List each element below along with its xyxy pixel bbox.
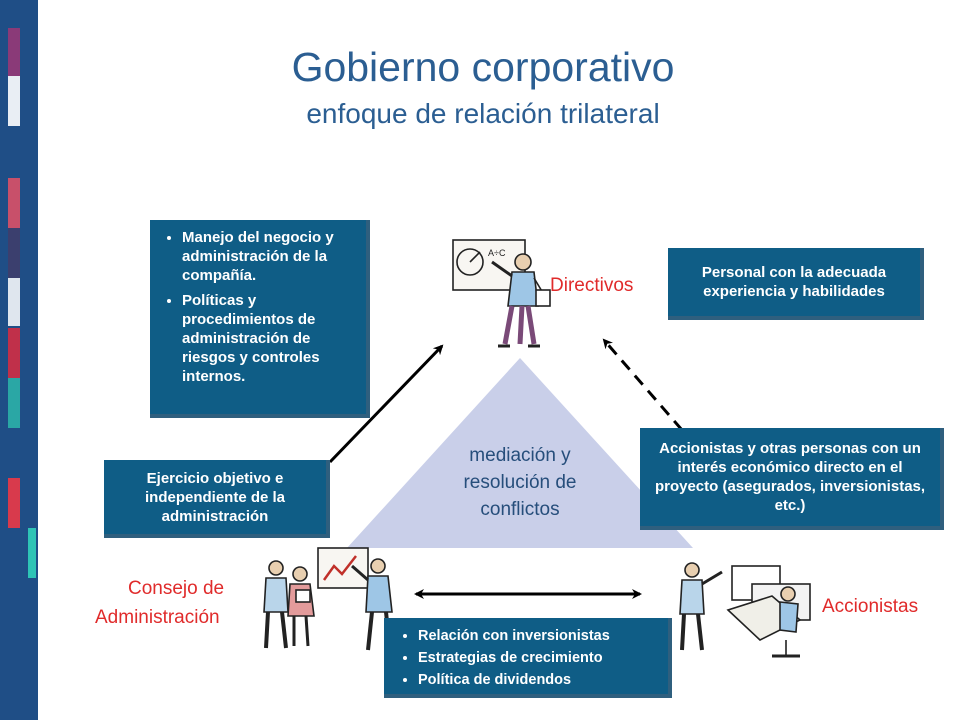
- directivos-profile-text: Personal con la adecuada experiencia y h…: [701, 264, 887, 300]
- list-item: Relación con inversionistas: [418, 626, 662, 646]
- mediation-text-line: mediación y: [469, 445, 571, 466]
- consejo-role-text: Ejercicio objetivo e independiente de la…: [144, 469, 286, 525]
- sidebar-stripe: [8, 328, 20, 378]
- mediation-text-line: conflictos: [480, 499, 560, 520]
- directivos-profile-box: Personal con la adecuada experiencia y h…: [668, 248, 924, 320]
- actor-label-consejo-line2: Administración: [95, 607, 220, 628]
- mediation-text-line: resolución de: [463, 472, 577, 493]
- list-item: Política de dividendos: [418, 670, 662, 690]
- list-item: Políticas y procedimientos de administra…: [182, 291, 358, 386]
- arrow-accionistas-to-directivos: [602, 338, 684, 431]
- arrow-consejo-to-directivos: [328, 344, 444, 464]
- sidebar-stripe: [8, 478, 20, 528]
- list-item: Estrategias de crecimiento: [418, 648, 662, 668]
- office-workstation-icon: [679, 562, 811, 658]
- sidebar-stripe: [8, 28, 20, 76]
- mediation-triangle: [347, 358, 693, 548]
- sidebar-stripe: [28, 528, 36, 578]
- actor-label-directivos: Directivos: [550, 275, 634, 296]
- slide-title: Gobierno corporativo: [291, 44, 675, 90]
- presenter-at-board-icon: A÷C: [452, 239, 551, 348]
- sidebar-stripe: [8, 76, 20, 126]
- slide-subtitle: enfoque de relación trilateral: [306, 98, 660, 129]
- left-sidebar-bar: [0, 0, 38, 720]
- directivos-responsibilities-box: Manejo del negocio y administración de l…: [150, 220, 370, 418]
- consejo-role-box: Ejercicio objetivo e independiente de la…: [104, 460, 330, 538]
- actor-label-accionistas: Accionistas: [822, 596, 919, 617]
- sidebar-stripe: [8, 378, 20, 428]
- svg-text:A÷C: A÷C: [488, 248, 506, 258]
- accionistas-role-text: Accionistas y otras personas con un inte…: [654, 440, 926, 514]
- accionistas-role-box: Accionistas y otras personas con un inte…: [640, 428, 944, 530]
- business-team-meeting-icon: [263, 547, 393, 651]
- sidebar-stripe: [8, 228, 20, 278]
- actor-label-consejo-line1: Consejo de: [128, 578, 225, 599]
- sidebar-stripe: [8, 278, 20, 326]
- shareholder-relations-box: Relación con inversionistas Estrategias …: [384, 618, 672, 698]
- mediation-text: mediación y resolución de conflictos: [430, 442, 610, 523]
- list-item: Manejo del negocio y administración de l…: [182, 228, 358, 285]
- sidebar-stripe: [8, 178, 20, 228]
